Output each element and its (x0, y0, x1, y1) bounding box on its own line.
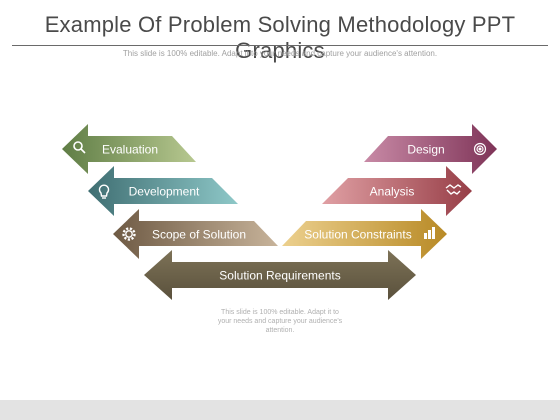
search-icon (73, 141, 86, 154)
title-divider (12, 45, 548, 46)
methodology-diagram: Evaluation Development Scope of Solution… (62, 124, 497, 300)
step-evaluation-label: Evaluation (102, 143, 158, 157)
step-design-label: Design (407, 143, 444, 157)
step-evaluation: Evaluation (62, 124, 196, 174)
handshake-icon (445, 184, 462, 195)
footer-band (0, 400, 560, 420)
step-requirements-label: Solution Requirements (219, 269, 340, 283)
slide-subtitle: This slide is 100% editable. Adapt it to… (122, 49, 438, 58)
step-constraints-label: Solution Constraints (304, 228, 411, 242)
slide-footnote: This slide is 100% editable. Adapt it to… (217, 309, 343, 334)
lightbulb-icon (98, 184, 110, 199)
step-development-label: Development (129, 185, 200, 199)
step-solution-constraints: Solution Constraints (282, 209, 447, 259)
gear-icon (122, 227, 136, 241)
slide-title: Example Of Problem Solving Methodology P… (44, 12, 516, 63)
step-solution-requirements: Solution Requirements (144, 250, 416, 300)
step-analysis: Analysis (322, 166, 472, 216)
target-icon (473, 142, 487, 156)
step-development: Development (88, 166, 238, 216)
chart-icon (424, 227, 435, 239)
step-scope-label: Scope of Solution (152, 228, 246, 242)
step-scope-of-solution: Scope of Solution (113, 209, 278, 259)
step-analysis-label: Analysis (370, 185, 415, 199)
step-design: Design (364, 124, 497, 174)
